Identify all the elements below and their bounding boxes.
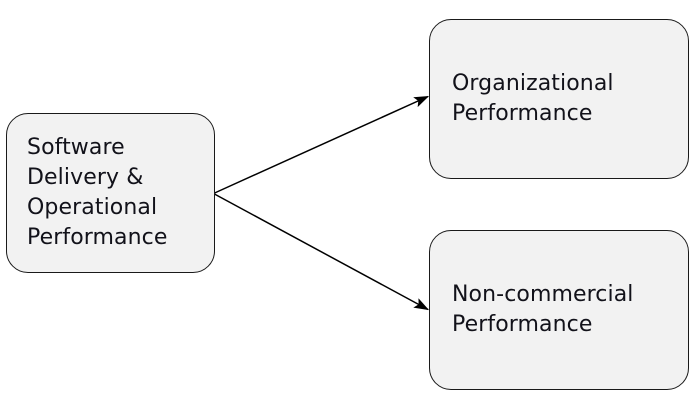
node-organizational-performance[interactable]: Organizational Performance — [429, 19, 689, 179]
node-label-organizational-performance: Organizational Performance — [452, 71, 614, 126]
node-non-commercial-performance[interactable]: Non-commercial Performance — [429, 230, 689, 390]
node-label-non-commercial-performance: Non-commercial Performance — [452, 282, 634, 337]
edge-to-noncommercial-performance — [213, 192, 430, 311]
node-label-software-delivery: Software Delivery & Operational Performa… — [27, 135, 168, 250]
node-software-delivery-operational-performance[interactable]: Software Delivery & Operational Performa… — [6, 113, 215, 273]
edge-to-organizational-performance — [213, 95, 430, 195]
